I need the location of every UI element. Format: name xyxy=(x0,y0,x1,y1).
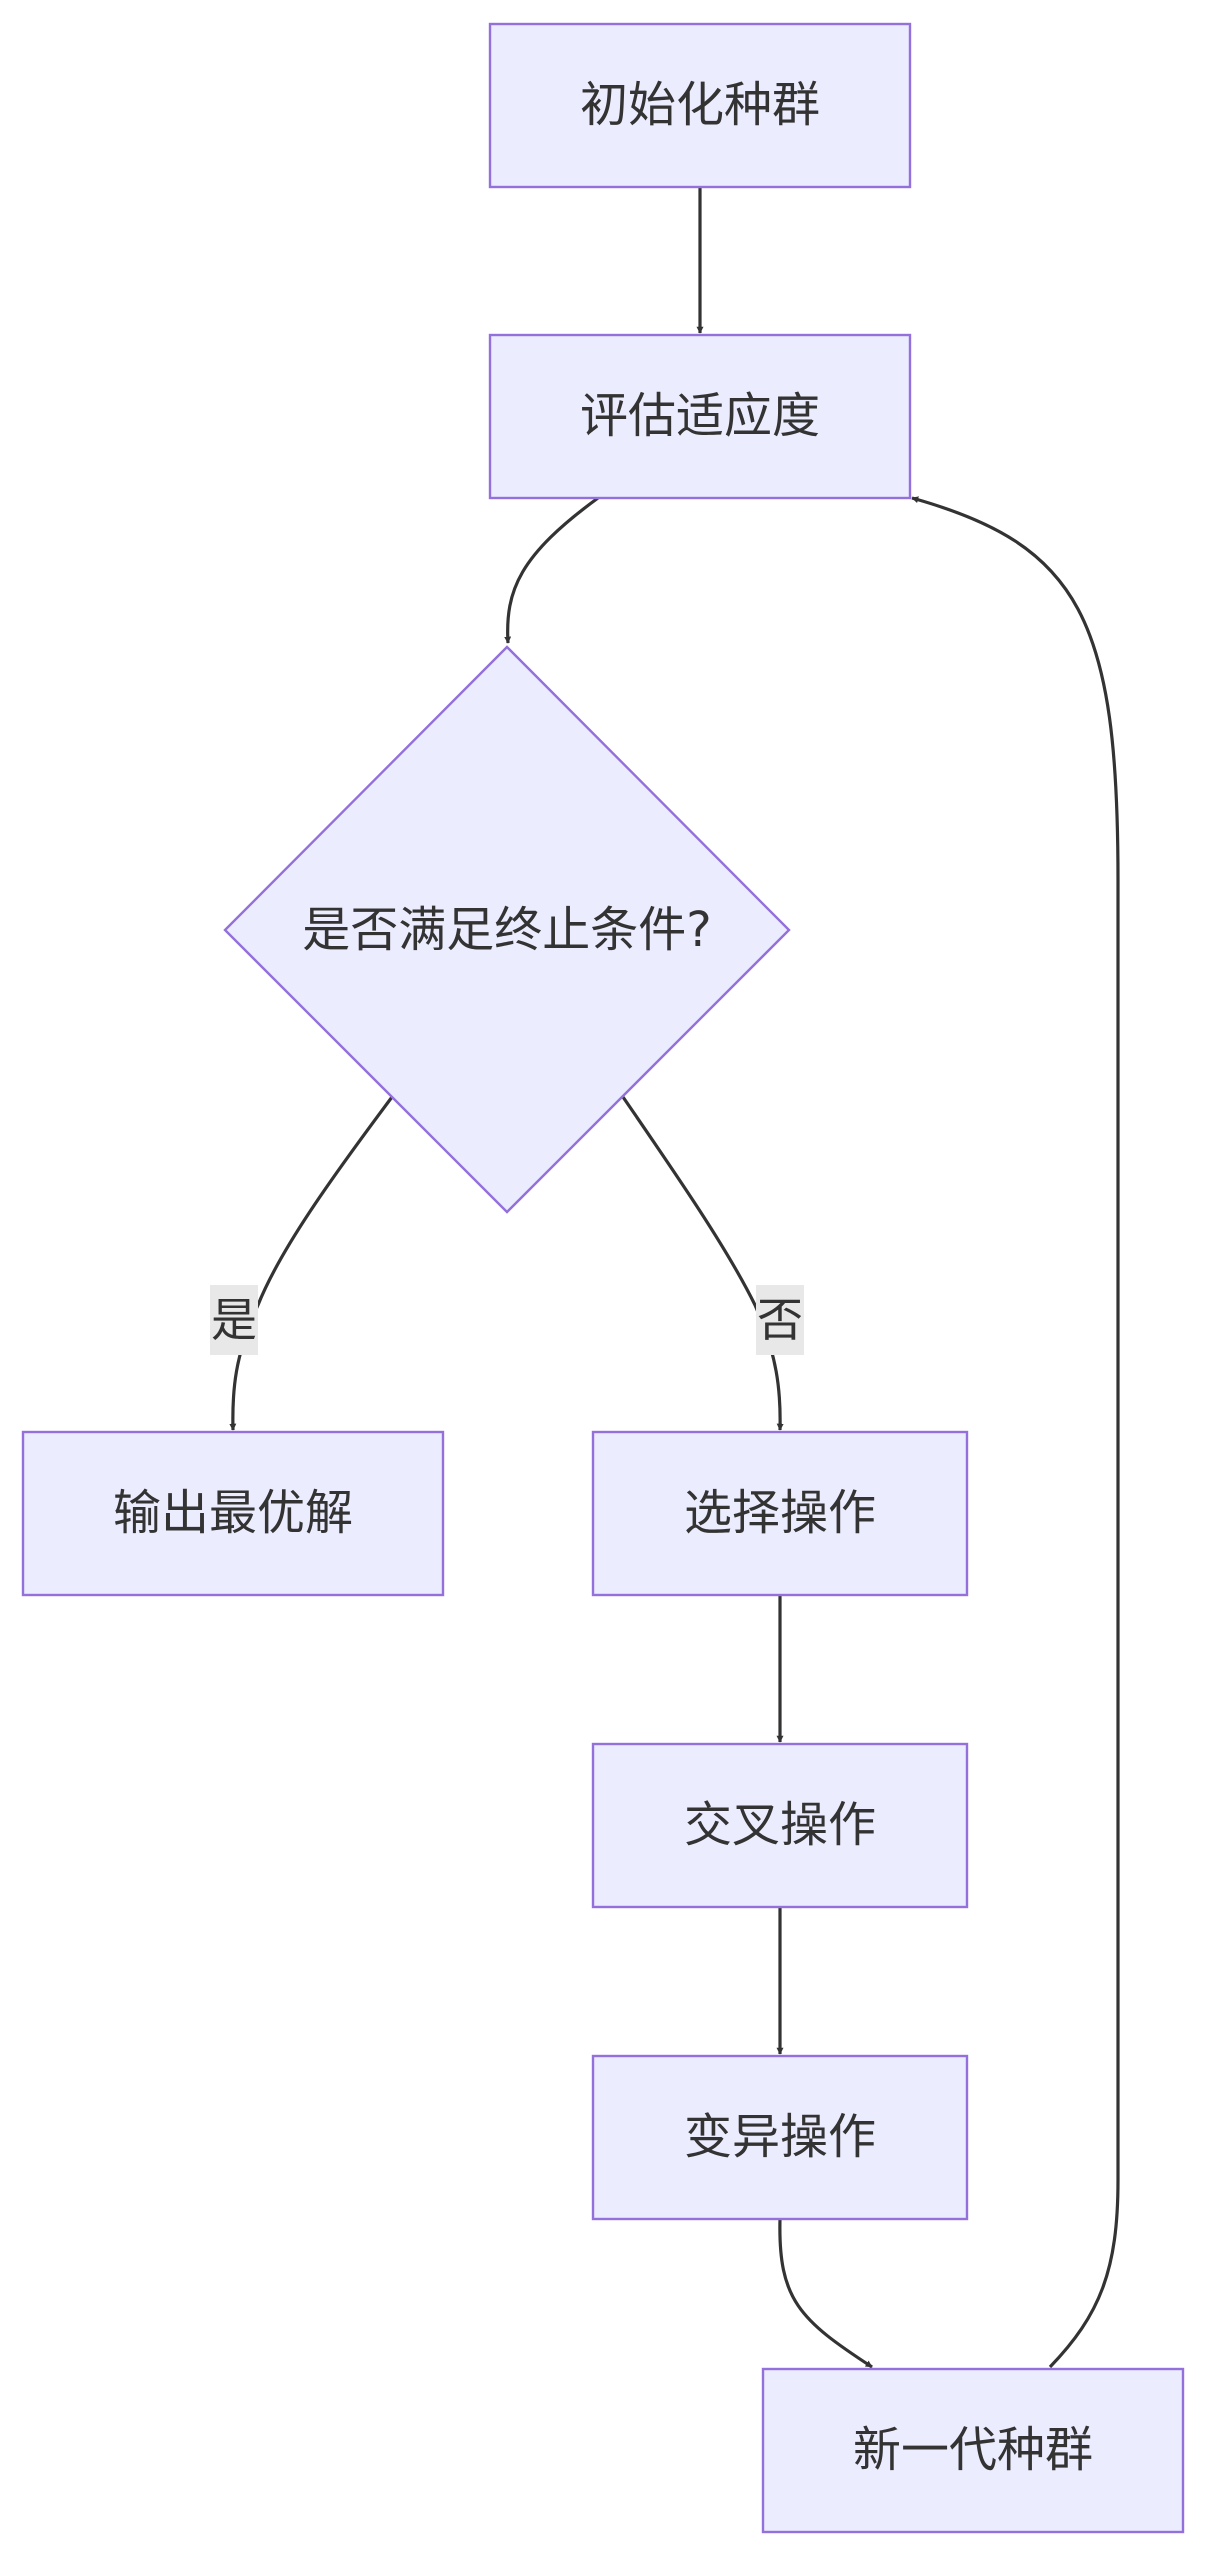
edge-decision-to-output xyxy=(229,1096,394,1431)
edge-evaluate-to-decision xyxy=(504,496,599,644)
edge-label-yes-text: 是 xyxy=(211,1293,257,1347)
edge-mutate-to-new-gen xyxy=(778,2218,873,2369)
node-mutate-label: 变异操作 xyxy=(684,2109,876,2165)
node-crossover-label: 交叉操作 xyxy=(684,1797,876,1853)
node-select: 选择操作 xyxy=(591,1430,969,1597)
node-crossover: 交叉操作 xyxy=(591,1742,969,1909)
edge-label-yes: 是 xyxy=(210,1285,258,1355)
edges xyxy=(229,187,1120,2369)
node-output: 输出最优解 xyxy=(21,1430,445,1597)
node-output-label: 输出最优解 xyxy=(113,1485,353,1541)
node-mutate: 变异操作 xyxy=(591,2054,969,2221)
node-evaluate: 评估适应度 xyxy=(488,333,912,500)
edge-label-no: 否 xyxy=(756,1285,804,1355)
edge-new-gen-to-evaluate xyxy=(911,496,1120,2369)
node-init: 初始化种群 xyxy=(488,22,912,189)
node-new-gen: 新一代种群 xyxy=(761,2367,1185,2534)
node-select-label: 选择操作 xyxy=(684,1485,876,1541)
node-evaluate-label: 评估适应度 xyxy=(580,388,820,444)
node-init-label: 初始化种群 xyxy=(580,77,820,133)
edge-decision-to-select xyxy=(621,1096,784,1431)
node-decision: 是否满足终止条件? xyxy=(223,645,791,1214)
edge-label-no-text: 否 xyxy=(757,1293,803,1347)
node-decision-label: 是否满足终止条件? xyxy=(302,902,711,958)
node-new-gen-label: 新一代种群 xyxy=(853,2422,1093,2478)
